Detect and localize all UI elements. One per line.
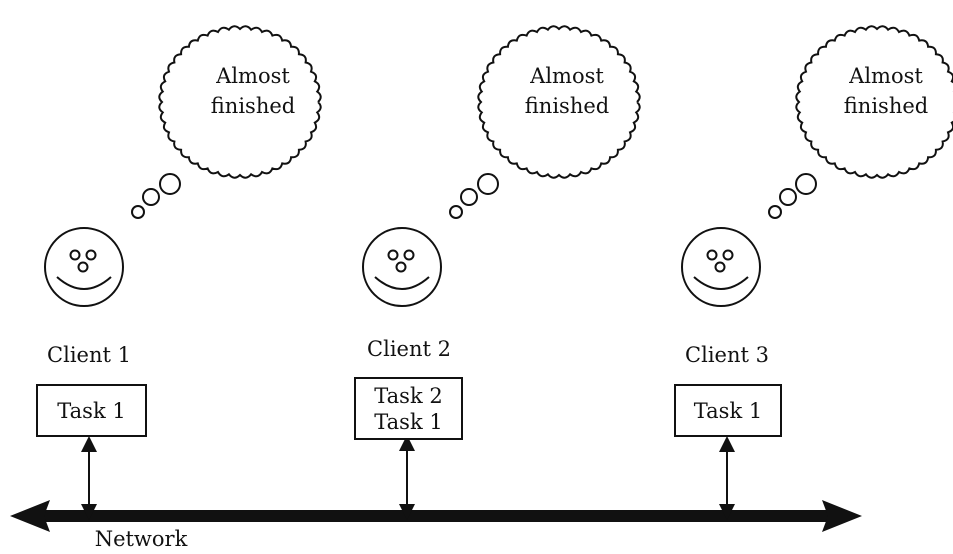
network-label: Network bbox=[94, 527, 188, 551]
task-item: Task 1 bbox=[57, 398, 126, 423]
client-1-label: Client 1 bbox=[47, 343, 131, 367]
thought-line-1: Almost bbox=[849, 64, 923, 88]
client-2-label: Client 2 bbox=[367, 337, 451, 361]
thought-dot bbox=[477, 173, 499, 195]
smiley-face-icon bbox=[681, 227, 761, 307]
network-arrow-right bbox=[822, 500, 862, 532]
smiley-face-icon bbox=[44, 227, 124, 307]
thought-line-2: finished bbox=[210, 94, 296, 118]
thought-cloud bbox=[477, 25, 641, 179]
thought-cloud bbox=[158, 25, 322, 179]
client-1-graphics bbox=[44, 25, 322, 520]
thought-dot bbox=[768, 205, 782, 219]
thought-dot bbox=[142, 188, 160, 206]
thought-dot bbox=[131, 205, 145, 219]
thought-line-2: finished bbox=[524, 94, 610, 118]
thought-text-client-2: Almost finished bbox=[525, 61, 609, 121]
network-bus bbox=[10, 500, 862, 532]
client-2-task-box: Task 2 Task 1 bbox=[354, 377, 463, 440]
thought-dot bbox=[460, 188, 478, 206]
client-1-task-box: Task 1 bbox=[36, 384, 147, 437]
client-3-label: Client 3 bbox=[685, 343, 769, 367]
task-item: Task 1 bbox=[374, 409, 443, 434]
thought-text-client-1: Almost finished bbox=[211, 61, 295, 121]
thought-dot bbox=[159, 173, 181, 195]
thought-dot bbox=[779, 188, 797, 206]
task-item: Task 2 bbox=[374, 383, 443, 408]
network-arrow-left bbox=[10, 500, 50, 532]
thought-line-1: Almost bbox=[530, 64, 604, 88]
thought-line-2: finished bbox=[843, 94, 929, 118]
client-3-task-box: Task 1 bbox=[674, 384, 782, 437]
client-3-graphics bbox=[681, 25, 953, 520]
task-item: Task 1 bbox=[693, 398, 763, 423]
thought-dot bbox=[449, 205, 463, 219]
smiley-face-icon bbox=[362, 227, 442, 307]
thought-text-client-3: Almost finished bbox=[844, 61, 928, 121]
thought-cloud bbox=[795, 25, 953, 179]
thought-line-1: Almost bbox=[216, 64, 290, 88]
thought-dot bbox=[795, 173, 817, 195]
client-2-graphics bbox=[362, 25, 641, 520]
